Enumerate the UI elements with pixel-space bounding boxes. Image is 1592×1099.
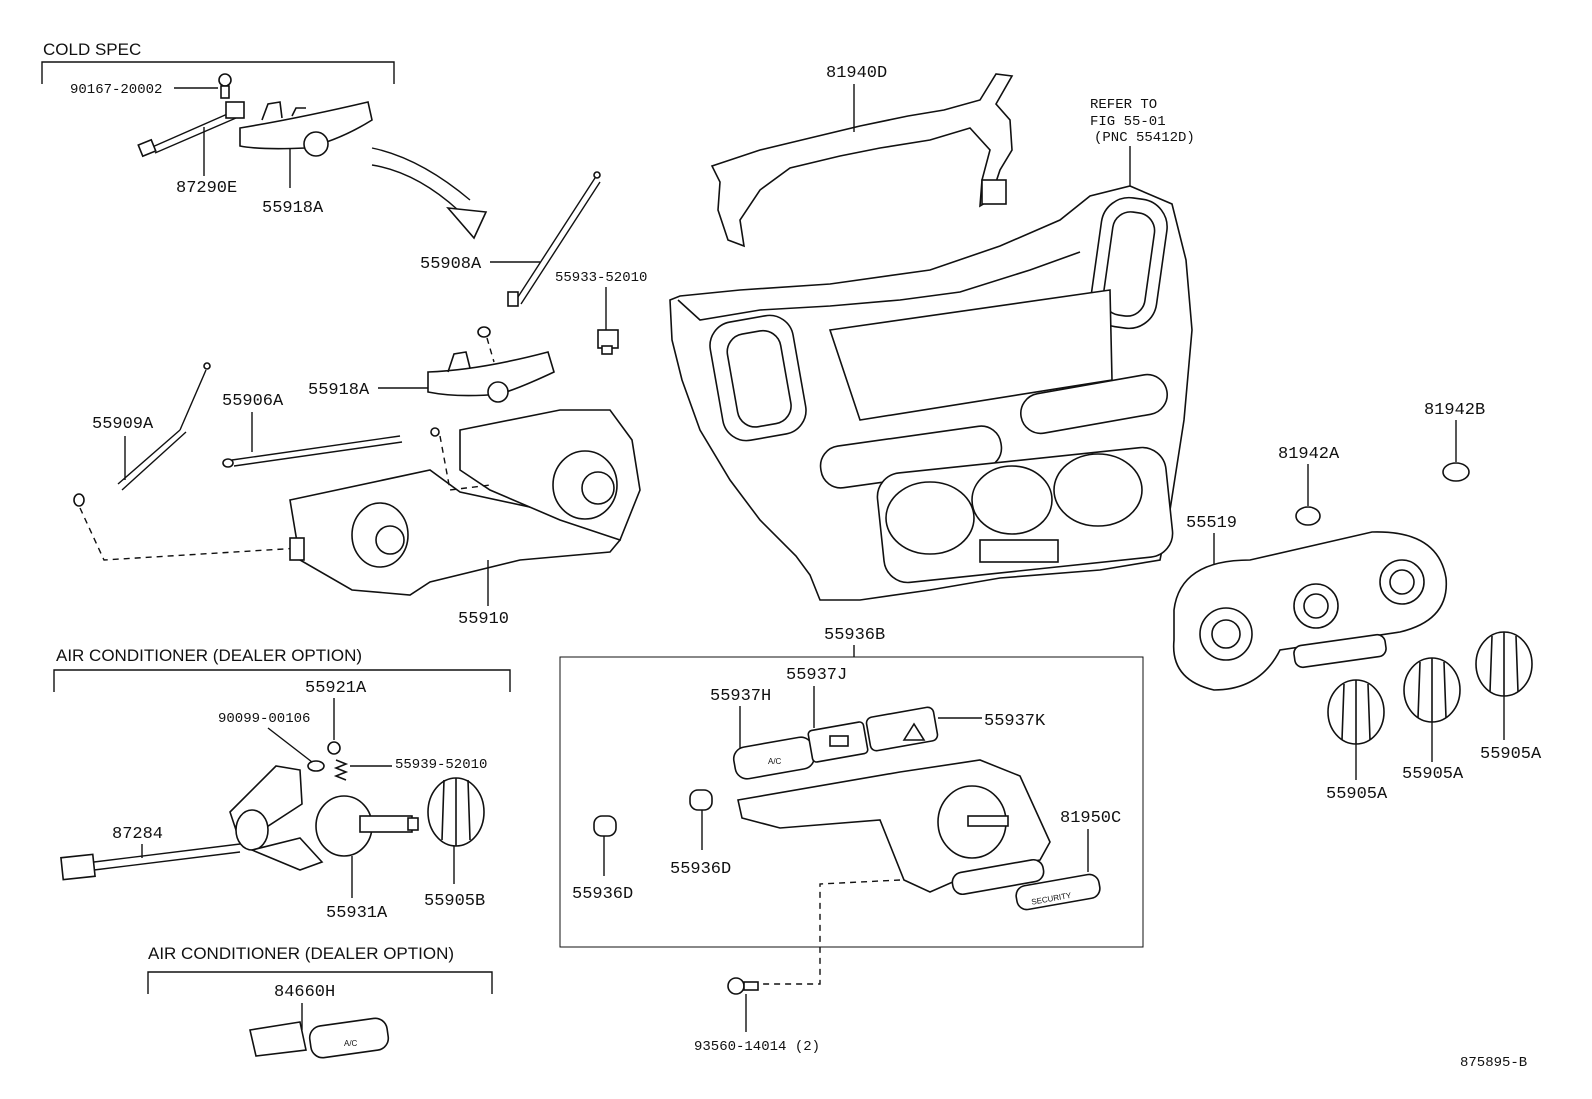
arrow-curve (371, 147, 471, 201)
switch-buttons-icon: A/C (732, 706, 939, 780)
label-55939-52010[interactable]: 55939-52010 (395, 757, 487, 773)
spring-55939-icon (333, 759, 349, 781)
ac-button-text: A/C (768, 757, 782, 766)
label-55937J[interactable]: 55937J (786, 666, 847, 685)
screw-93560-icon (727, 977, 759, 995)
label-55906A[interactable]: 55906A (222, 392, 284, 411)
knob-55905a-1-icon (1327, 679, 1385, 745)
bulb-55936d-1-icon (593, 815, 617, 837)
cable-87290e-icon (137, 101, 245, 158)
label-55933-52010[interactable]: 55933-52010 (555, 270, 647, 286)
nut-81942b-icon (1442, 462, 1470, 482)
label-93560-14014[interactable]: 93560-14014 (2) (694, 1039, 820, 1055)
ac-dealer-option-1-group: AIR CONDITIONER (DEALER OPTION) 55921A 9… (53, 646, 511, 923)
section-title-cold-spec: COLD SPEC (43, 40, 141, 59)
label-55918A-top[interactable]: 55918A (262, 199, 324, 218)
label-55908A[interactable]: 55908A (420, 255, 482, 274)
ac-switch-87284-icon (60, 765, 324, 881)
section-title-ac-dealer-2: AIR CONDITIONER (DEALER OPTION) (148, 944, 454, 963)
label-55905A-1[interactable]: 55905A (1326, 785, 1388, 804)
cold-spec-group: COLD SPEC 90167-20002 87290E 55918A (41, 40, 488, 240)
heater-control-group: 55908A 55933-52010 55918A 55909A (73, 171, 647, 629)
cable-55909a-icon (73, 362, 211, 507)
control-panel-group: 81942B 81942A 55519 55905A 559 (1172, 401, 1542, 804)
lever-55918a-top-icon (239, 101, 373, 157)
switch-55931a-icon (315, 795, 419, 857)
refer-line2: FIG 55-01 (1090, 114, 1166, 130)
label-55905A-3[interactable]: 55905A (1480, 745, 1542, 764)
label-87290E[interactable]: 87290E (176, 179, 237, 198)
ac-switch-84660h-icon: A/C (249, 1017, 390, 1059)
label-55921A[interactable]: 55921A (305, 679, 367, 698)
dash-panel-group: 81940D REFER TO FIG 55-01 (PNC 55412D) (669, 64, 1195, 601)
pin-90099-icon (307, 760, 325, 772)
label-81942A[interactable]: 81942A (1278, 445, 1340, 464)
direction-arrow-icon (446, 206, 488, 240)
label-90167-20002[interactable]: 90167-20002 (70, 82, 162, 98)
screw-90167-icon (218, 73, 232, 99)
label-55936D-1[interactable]: 55936D (572, 885, 633, 904)
knob-55905a-2-icon (1403, 657, 1461, 723)
label-81942B[interactable]: 81942B (1424, 401, 1485, 420)
label-55936B[interactable]: 55936B (824, 626, 885, 645)
label-55909A[interactable]: 55909A (92, 415, 154, 434)
security-indicator-81950c-icon: SECURITY (1015, 873, 1101, 911)
cold-spec-bracket (41, 61, 395, 84)
label-55905B[interactable]: 55905B (424, 892, 485, 911)
cable-55908a-icon (477, 171, 601, 338)
control-panel-55519-icon (1172, 531, 1448, 691)
label-55910[interactable]: 55910 (458, 610, 509, 629)
figure-id: 875895-B (1460, 1055, 1527, 1071)
bulb-55936d-2-icon (689, 789, 713, 811)
label-87284[interactable]: 87284 (112, 825, 163, 844)
knob-55905a-3-icon (1475, 631, 1533, 697)
knob-55905b-icon (427, 777, 485, 847)
ac-dealer-option-2-group: AIR CONDITIONER (DEALER OPTION) 84660H A… (147, 944, 493, 1059)
ac-dealer-1-bracket (53, 669, 511, 692)
clip-55933-icon (597, 329, 619, 355)
bracket-81940d-icon (710, 73, 1014, 248)
switch-assembly-box (559, 656, 1144, 948)
refer-line1: REFER TO (1090, 97, 1157, 113)
label-55937H[interactable]: 55937H (710, 687, 771, 706)
ac-dealer-2-bracket (147, 971, 493, 994)
control-assembly-55910-icon (289, 409, 641, 596)
lever-55918a-mid-icon (427, 351, 555, 403)
label-90099-00106[interactable]: 90099-00106 (218, 711, 310, 727)
label-55905A-2[interactable]: 55905A (1402, 765, 1464, 784)
nut-81942a-icon (1295, 506, 1321, 526)
ac-small-text: A/C (344, 1039, 358, 1048)
refer-line3: (PNC 55412D) (1094, 130, 1195, 146)
switch-bracket-icon (737, 759, 1051, 896)
label-55918A-mid[interactable]: 55918A (308, 381, 370, 400)
label-81950C[interactable]: 81950C (1060, 809, 1121, 828)
label-81940D[interactable]: 81940D (826, 64, 887, 83)
instrument-panel-icon (669, 185, 1193, 601)
section-title-ac-dealer-1: AIR CONDITIONER (DEALER OPTION) (56, 646, 362, 665)
ball-55921a-icon (327, 741, 341, 755)
cable-55906a-icon (222, 427, 440, 468)
label-55936D-2[interactable]: 55936D (670, 860, 731, 879)
label-55519[interactable]: 55519 (1186, 514, 1237, 533)
label-55931A[interactable]: 55931A (326, 904, 388, 923)
label-55937K[interactable]: 55937K (984, 712, 1046, 731)
label-84660H[interactable]: 84660H (274, 983, 335, 1002)
switch-assembly-group: 55936B 55937J 55937H 55937K A/C 55936D (559, 626, 1144, 1055)
